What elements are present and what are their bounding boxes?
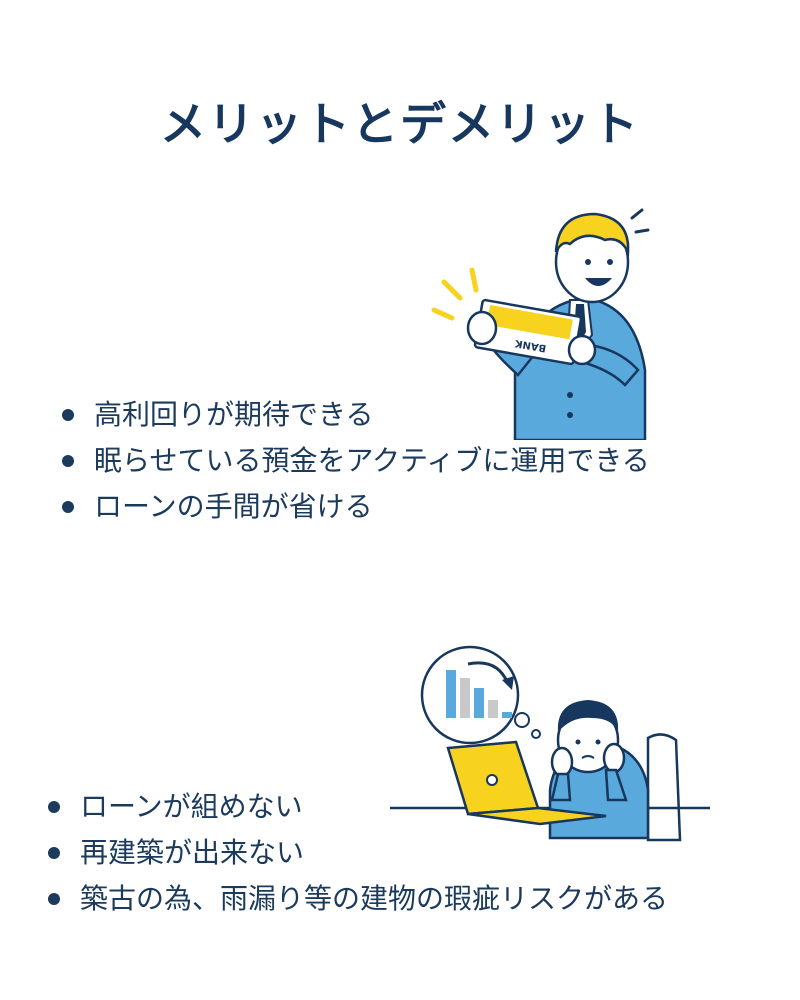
demerit-text: ローンが組めない [80, 790, 303, 823]
laptop-icon [446, 740, 607, 826]
merits-list: 高利回りが期待できる 眠らせている預金をアクティブに運用できる ローンの手間が省… [62, 392, 650, 530]
declining-chart-icon [446, 661, 514, 718]
demerits-list: ローンが組めない 再建築が出来ない 築古の為、雨漏り等の建物の瑕疵リスクがある [48, 784, 668, 922]
happy-businessman-illustration: BANK [431, 208, 650, 440]
page-title: メリットとデメリット [160, 97, 640, 151]
bullet-icon [48, 893, 60, 905]
demerit-text: 築古の為、雨漏り等の建物の瑕疵リスクがある [80, 882, 669, 915]
bullet-icon [62, 501, 74, 513]
bullet-icon [62, 455, 74, 467]
thought-bubble [420, 645, 541, 745]
list-item: 築古の為、雨漏り等の建物の瑕疵リスクがある [48, 876, 668, 922]
list-item: 高利回りが期待できる [62, 392, 650, 438]
worried-businessman-illustration [390, 645, 710, 842]
sparkle-lines [431, 267, 479, 321]
list-item: 眠らせている預金をアクティブに運用できる [62, 438, 650, 484]
bullet-icon [48, 847, 60, 859]
bullet-icon [48, 801, 60, 813]
bullet-icon [62, 409, 74, 421]
merit-text: 眠らせている預金をアクティブに運用できる [94, 444, 650, 477]
bankbook-icon: BANK [473, 298, 583, 366]
list-item: 再建築が出来ない [48, 830, 668, 876]
list-item: ローンが組めない [48, 784, 668, 830]
merit-text: 高利回りが期待できる [94, 398, 374, 431]
demerit-text: 再建築が出来ない [80, 836, 305, 869]
list-item: ローンの手間が省ける [62, 484, 650, 530]
merit-text: ローンの手間が省ける [94, 490, 373, 523]
